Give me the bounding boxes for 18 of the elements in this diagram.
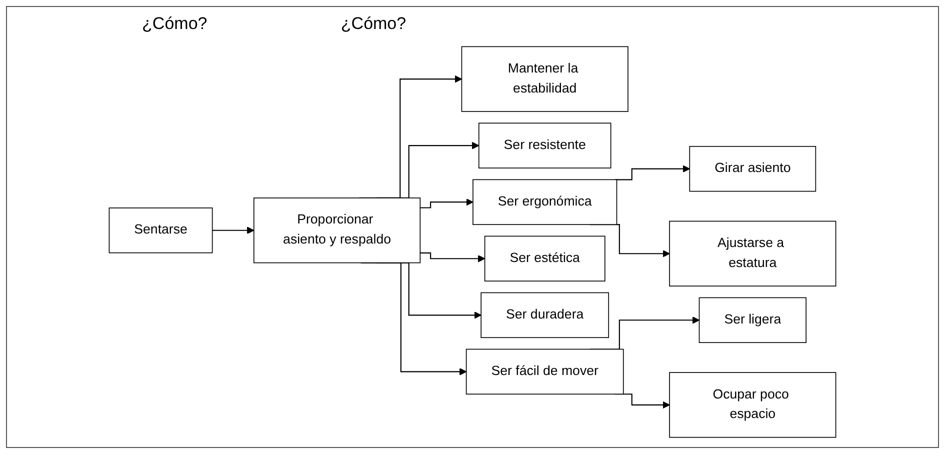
node-box: Ser ligera (698, 297, 806, 343)
node-box: Girar asiento (689, 146, 816, 192)
node-box: Ser duradera (480, 292, 609, 338)
node-box: Ser estética (484, 236, 606, 282)
arrow (420, 198, 474, 208)
node-box: Ser fácil de mover (466, 348, 624, 395)
node-box: Sentarse (108, 208, 213, 254)
node-box: Ser resistente (478, 122, 612, 168)
question-label: ¿Cómo? (142, 14, 208, 34)
node-box: Proporcionar asiento y respaldo (253, 198, 421, 264)
node-box: Ajustarse a estatura (669, 220, 836, 286)
node-box: Ocupar poco espacio (669, 372, 836, 438)
arrow (420, 252, 486, 262)
arrow (614, 165, 690, 180)
question-label: ¿Cómo? (340, 14, 406, 34)
arrow (212, 226, 254, 234)
node-box: Mantener la estabilidad (461, 46, 628, 112)
node-box: Ser ergonómica (472, 179, 618, 225)
